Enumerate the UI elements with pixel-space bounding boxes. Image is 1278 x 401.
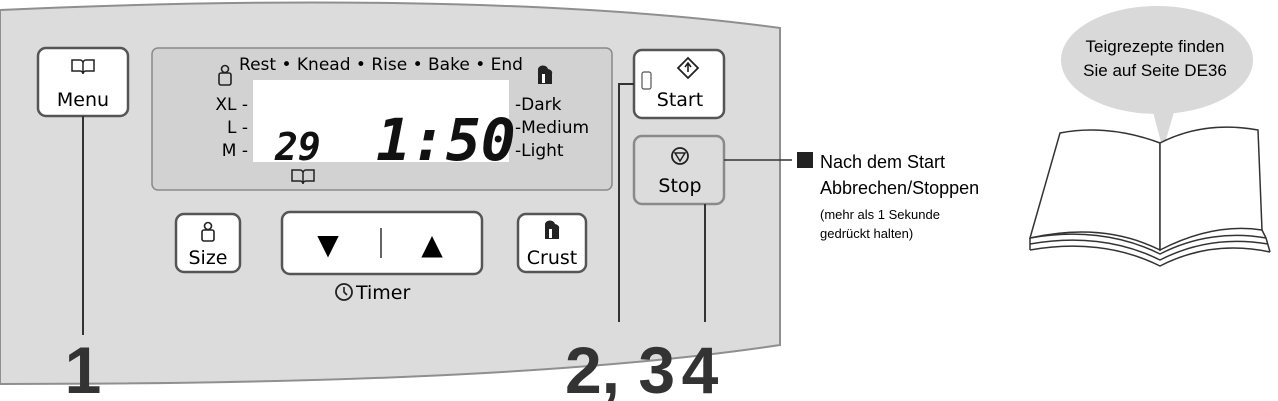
size-level-l: L - xyxy=(227,118,248,138)
size-level-m: M - xyxy=(222,141,248,161)
callout-line-1: Teigrezepte finden xyxy=(1086,37,1225,56)
recipe-callout-bubble: Teigrezepte finden Sie auf Seite DE36 xyxy=(1061,6,1253,150)
recipe-book-illustration xyxy=(1028,126,1271,267)
start-button-label: Start xyxy=(657,89,703,111)
size-button[interactable]: Size xyxy=(174,212,242,274)
book-icon xyxy=(291,169,315,185)
menu-book-icon xyxy=(71,59,95,75)
size-level-xl: XL - xyxy=(215,95,248,115)
bread-slice-icon xyxy=(537,65,553,84)
timer-arrow-buttons[interactable]: ▼ ▲ xyxy=(280,210,484,276)
stop-circle-icon xyxy=(671,147,689,165)
start-indicator-led xyxy=(641,71,652,90)
up-arrow-button[interactable]: ▲ xyxy=(421,228,443,261)
stop-note-title: Nach dem Start xyxy=(820,152,945,172)
size-button-label: Size xyxy=(188,247,227,269)
menu-button[interactable]: Menu xyxy=(36,46,130,118)
stop-button[interactable]: Stop xyxy=(632,134,726,206)
menu-number-readout: 29 xyxy=(274,125,321,169)
crust-level-medium: -Medium xyxy=(515,118,589,138)
crust-button-label: Crust xyxy=(527,247,577,269)
size-loaf-icon xyxy=(201,221,215,242)
stop-note-bullet xyxy=(797,152,813,168)
step-number-2-3: 2, 3 xyxy=(565,333,675,401)
callout-line-2: Sie auf Seite DE36 xyxy=(1083,61,1227,80)
stop-button-label: Stop xyxy=(658,175,701,197)
time-readout: 1:50 xyxy=(376,106,516,174)
leader-line-2-3 xyxy=(618,83,634,322)
step-number-4: 4 xyxy=(682,333,719,401)
loaf-size-icon xyxy=(218,64,232,86)
crust-level-dark: -Dark xyxy=(515,95,562,115)
start-button[interactable]: Start xyxy=(632,48,726,120)
menu-button-label: Menu xyxy=(57,89,109,111)
stop-note-detail-1: (mehr als 1 Sekunde xyxy=(820,207,940,222)
stage-indicators: Rest • Knead • Rise • Bake • End xyxy=(239,55,523,75)
crust-button[interactable]: Crust xyxy=(516,212,588,274)
stop-note-detail-2: gedrückt halten) xyxy=(820,226,913,241)
timer-label: Timer xyxy=(355,282,410,304)
clock-icon xyxy=(335,283,353,301)
start-diamond-icon xyxy=(676,56,700,80)
lcd-screen xyxy=(253,80,509,162)
down-arrow-button[interactable]: ▼ xyxy=(317,228,339,261)
step-number-1: 1 xyxy=(65,333,102,401)
crust-level-light: -Light xyxy=(515,141,564,161)
crust-bread-icon xyxy=(544,220,560,239)
stop-note-subtitle: Abbrechen/Stoppen xyxy=(820,178,979,198)
